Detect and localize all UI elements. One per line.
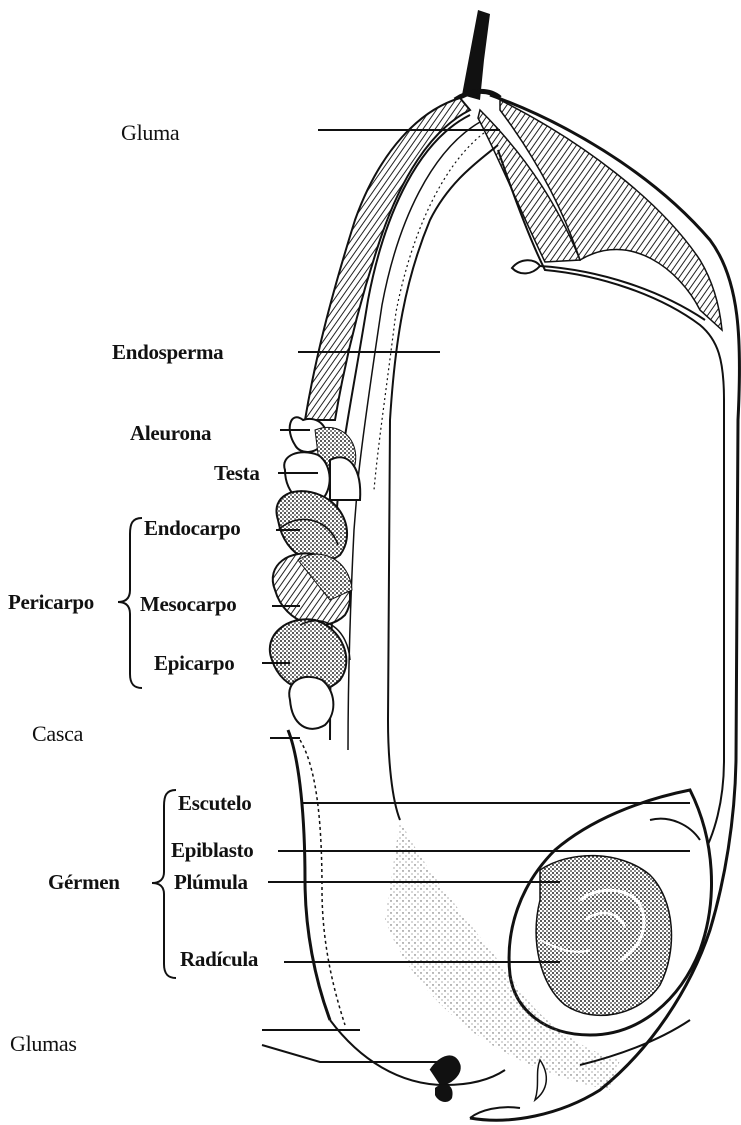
label-pericarpo: Pericarpo <box>8 590 94 614</box>
label-plumula: Plúmula <box>174 870 248 894</box>
label-endosperma: Endosperma <box>112 340 223 364</box>
label-epiblasto: Epiblasto <box>171 838 254 862</box>
label-endocarpo: Endocarpo <box>144 516 241 540</box>
label-escutelo: Escutelo <box>178 791 251 815</box>
label-gluma: Gluma <box>121 121 179 145</box>
label-radicula: Radícula <box>180 947 258 971</box>
label-epicarpo: Epicarpo <box>154 651 234 675</box>
pericarp-lobes <box>270 417 360 1025</box>
label-glumas: Glumas <box>10 1032 77 1056</box>
label-casca: Casca <box>32 722 83 746</box>
label-aleurona: Aleurona <box>130 421 211 445</box>
label-germen: Gérmen <box>48 870 120 894</box>
brace-germen <box>152 790 176 978</box>
seed-coat-layers <box>330 115 488 750</box>
brace-pericarpo <box>118 518 142 688</box>
awn <box>455 10 500 100</box>
label-testa: Testa <box>214 461 260 485</box>
germ-embryo <box>509 790 711 1035</box>
label-mesocarpo: Mesocarpo <box>140 592 236 616</box>
